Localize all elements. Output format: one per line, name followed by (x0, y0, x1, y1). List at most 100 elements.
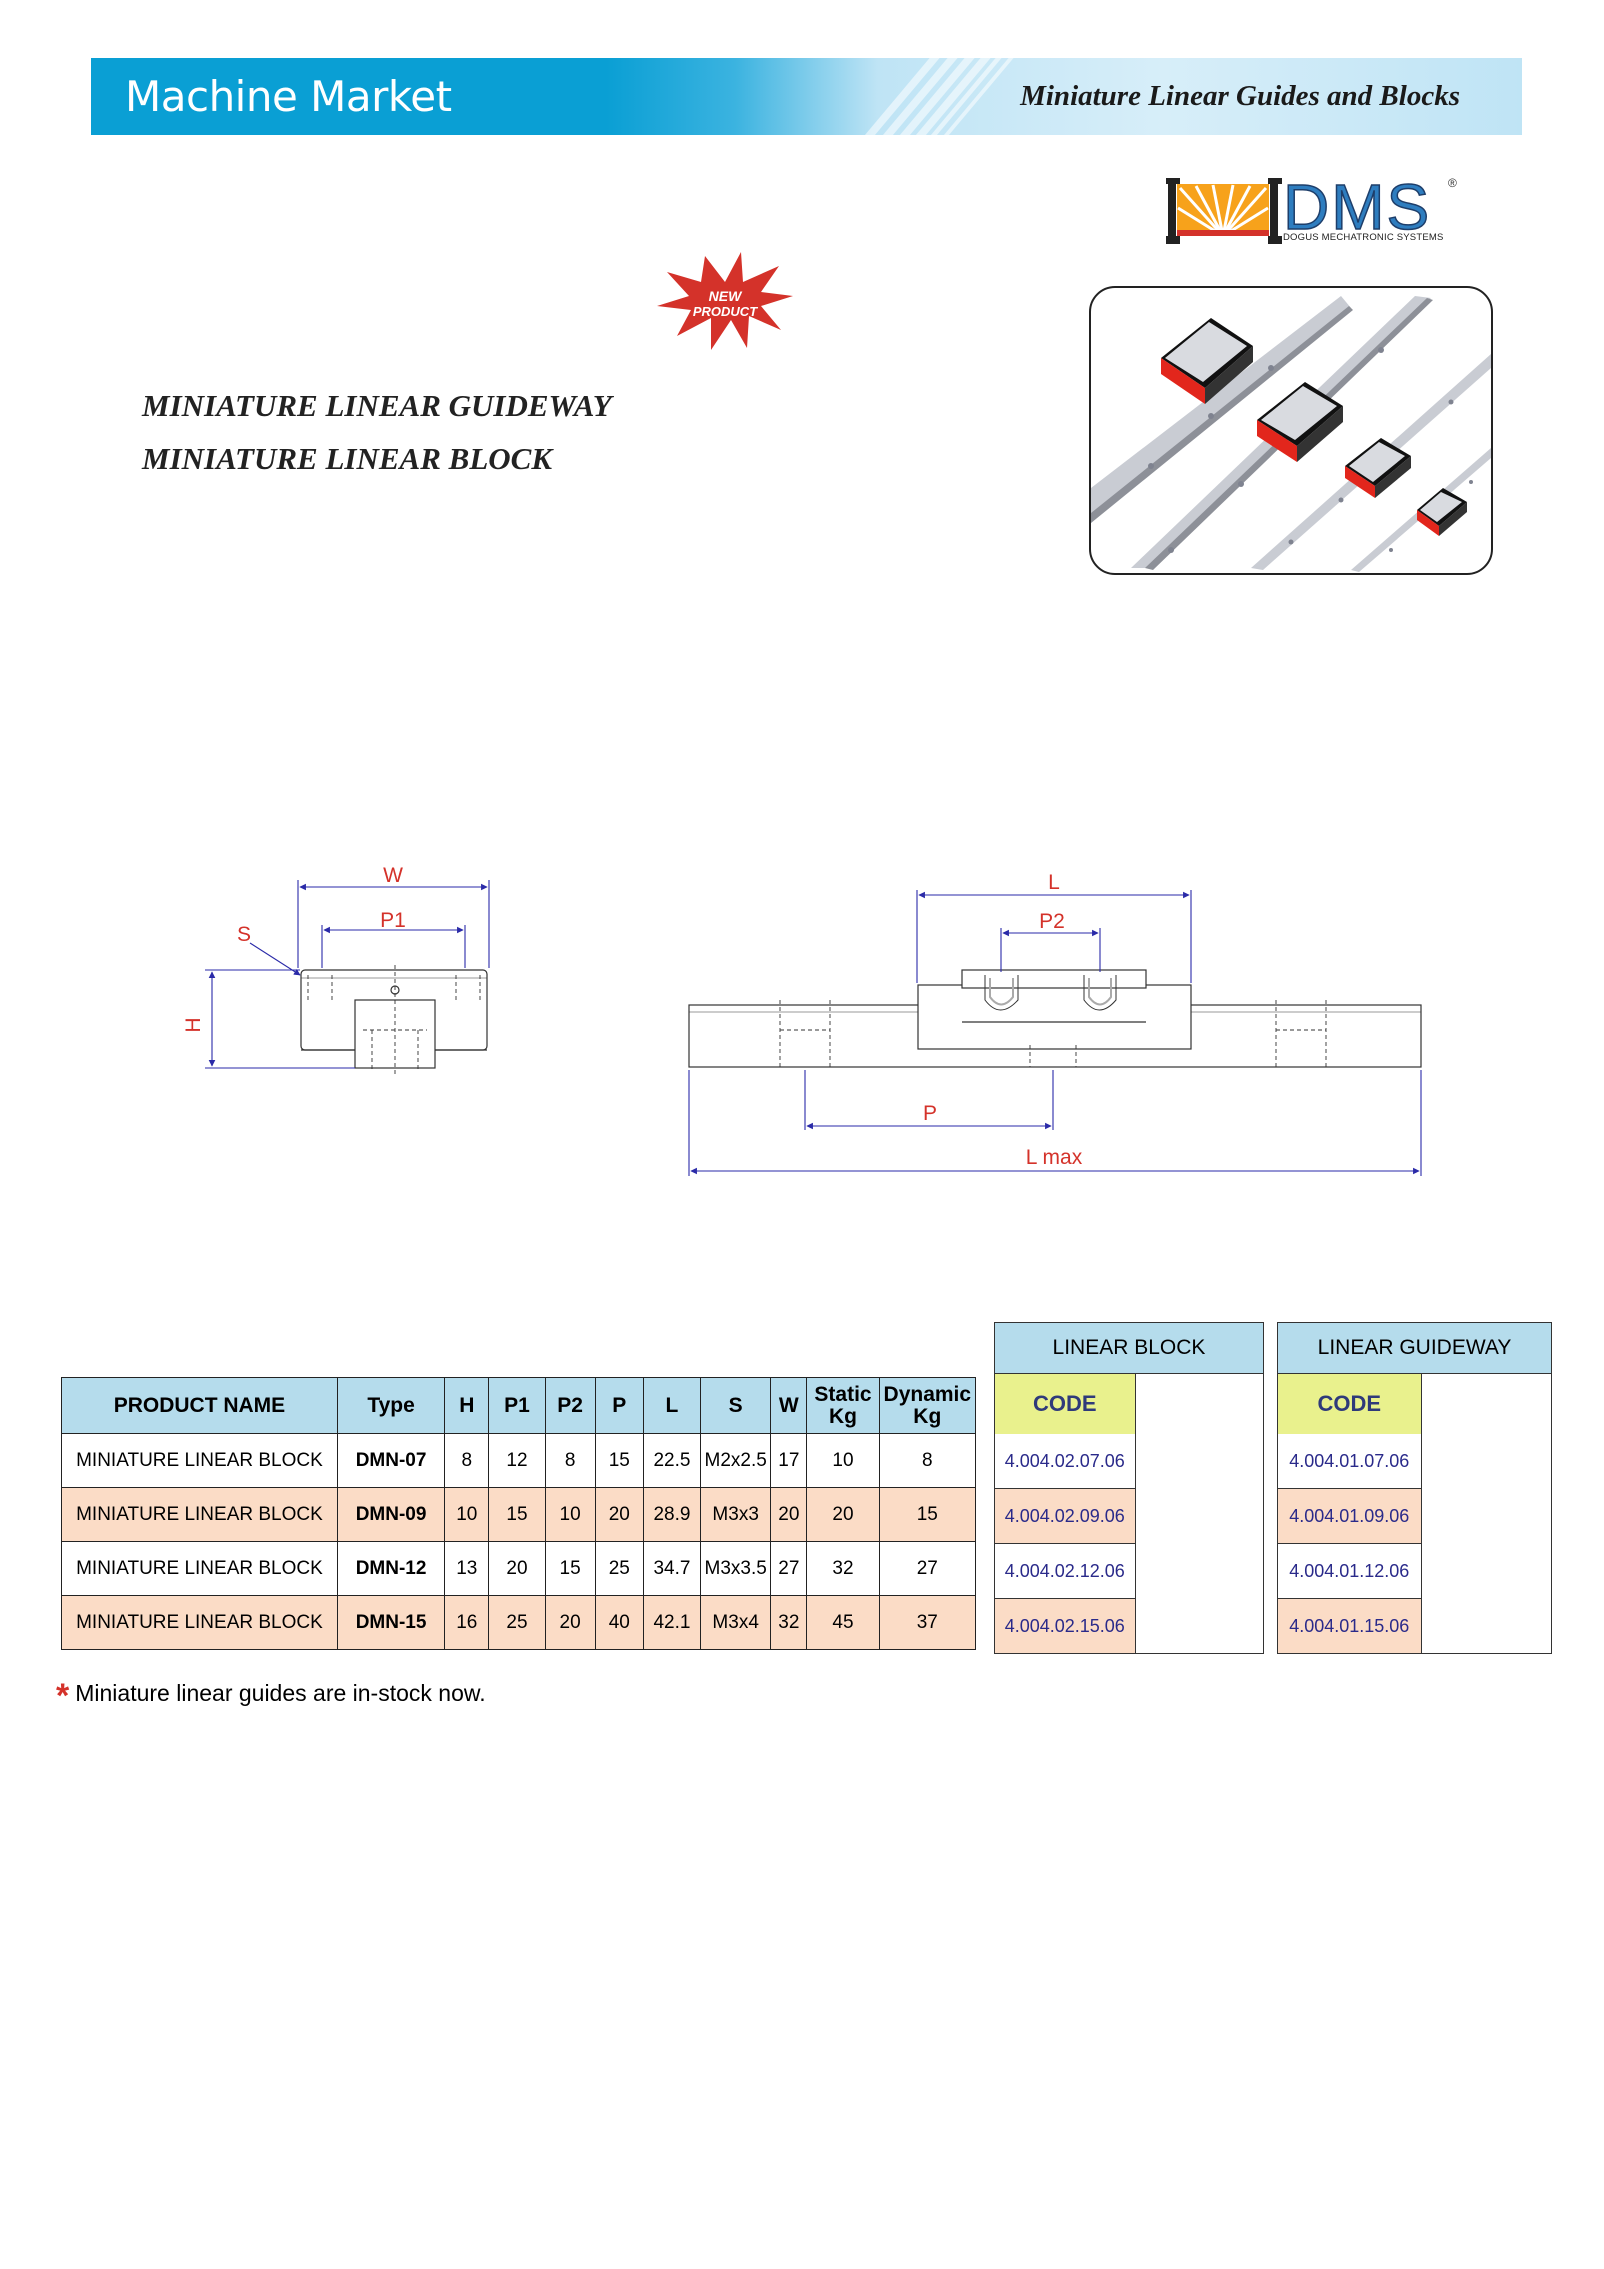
logo-tagline: DOGUS MECHATRONIC SYSTEMS (1283, 232, 1444, 243)
cell-name: MINIATURE LINEAR BLOCK (61, 1541, 338, 1596)
footnote: *Miniature linear guides are in-stock no… (56, 1677, 486, 1716)
cell-type: DMN-15 (336, 1595, 446, 1650)
cell-w: 32 (770, 1595, 808, 1650)
cell-dynamic: 37 (878, 1595, 977, 1650)
cell-p: 15 (594, 1433, 644, 1488)
cell-s: M3x3 (700, 1487, 772, 1542)
table-row: MINIATURE LINEAR BLOCK DMN-12 13 20 15 2… (61, 1541, 977, 1596)
label-p: P (923, 1102, 937, 1125)
title-guideway: MINIATURE LINEAR GUIDEWAY (142, 388, 612, 423)
linear-block-title: LINEAR BLOCK (995, 1323, 1263, 1374)
cell-p2: 8 (544, 1433, 596, 1488)
label-l: L (1048, 871, 1060, 894)
label-w: W (383, 864, 403, 887)
header-h: H (444, 1377, 490, 1434)
block-end-view (300, 965, 488, 1075)
cell-s: M3x3.5 (700, 1541, 772, 1596)
cell-l: 42.1 (642, 1595, 702, 1650)
cell-name: MINIATURE LINEAR BLOCK (61, 1595, 338, 1650)
cell-p1: 15 (488, 1487, 546, 1542)
cell-name: MINIATURE LINEAR BLOCK (61, 1433, 338, 1488)
linear-guideway-code-header: CODE (1278, 1374, 1421, 1434)
brand-title: Machine Market (125, 72, 452, 121)
header-s: S (700, 1377, 772, 1434)
cell-w: 27 (770, 1541, 808, 1596)
cell-s: M2x2.5 (700, 1433, 772, 1488)
header-type: Type (336, 1377, 446, 1434)
linear-block-code: 4.004.02.15.06 (995, 1598, 1135, 1653)
cell-dynamic: 27 (878, 1541, 977, 1596)
cell-h: 8 (444, 1433, 490, 1488)
linear-guideway-code: 4.004.01.15.06 (1278, 1598, 1421, 1653)
cell-l: 28.9 (642, 1487, 702, 1542)
cell-h: 16 (444, 1595, 490, 1650)
cell-type: DMN-07 (336, 1433, 446, 1488)
cell-p2: 20 (544, 1595, 596, 1650)
footnote-text: Miniature linear guides are in-stock now… (75, 1680, 486, 1706)
cell-type: DMN-12 (336, 1541, 446, 1596)
label-s: S (237, 923, 251, 946)
cell-h: 10 (444, 1487, 490, 1542)
cell-p: 25 (594, 1541, 644, 1596)
cell-static: 45 (806, 1595, 880, 1650)
linear-guideway-code: 4.004.01.12.06 (1278, 1543, 1421, 1599)
linear-guideway-code: 4.004.01.07.06 (1278, 1434, 1421, 1489)
spec-header-row: PRODUCT NAME Type H P1 P2 P L S W Static… (61, 1377, 977, 1434)
cell-static: 20 (806, 1487, 880, 1542)
label-p2: P2 (1039, 910, 1065, 933)
label-lmax: L max (1026, 1146, 1083, 1169)
cell-p2: 10 (544, 1487, 596, 1542)
header-subtitle: Miniature Linear Guides and Blocks (1020, 80, 1460, 112)
linear-guideway-codes: LINEAR GUIDEWAY CODE 4.004.01.07.06 4.00… (1277, 1322, 1552, 1654)
header-w: W (770, 1377, 808, 1434)
cell-p1: 25 (488, 1595, 546, 1650)
rail-side-view (688, 969, 1422, 1068)
header-p2: P2 (544, 1377, 596, 1434)
linear-block-code: 4.004.02.12.06 (995, 1543, 1135, 1599)
product-photo (1089, 286, 1493, 575)
linear-guideway-title: LINEAR GUIDEWAY (1278, 1323, 1551, 1374)
cell-static: 32 (806, 1541, 880, 1596)
cell-dynamic: 15 (878, 1487, 977, 1542)
label-p1: P1 (380, 909, 406, 932)
table-row: MINIATURE LINEAR BLOCK DMN-15 16 25 20 4… (61, 1595, 977, 1650)
header-p: P (594, 1377, 644, 1434)
cell-l: 34.7 (642, 1541, 702, 1596)
spec-table: PRODUCT NAME Type H P1 P2 P L S W Static… (61, 1377, 977, 1650)
header-band: Machine Market Miniature Linear Guides a… (91, 58, 1522, 135)
header-l: L (642, 1377, 702, 1434)
linear-block-codes: LINEAR BLOCK CODE 4.004.02.07.06 4.004.0… (994, 1322, 1264, 1654)
cell-l: 22.5 (642, 1433, 702, 1488)
badge-line2: PRODUCT (693, 304, 758, 319)
cell-name: MINIATURE LINEAR BLOCK (61, 1487, 338, 1542)
label-h: H (182, 1017, 205, 1032)
cell-s: M3x4 (700, 1595, 772, 1650)
dms-logo-icon (1166, 178, 1282, 244)
cell-w: 17 (770, 1433, 808, 1488)
header-p1: P1 (488, 1377, 546, 1434)
cell-h: 13 (444, 1541, 490, 1596)
logo-registered: ® (1448, 176, 1457, 190)
cell-p2: 15 (544, 1541, 596, 1596)
table-row: MINIATURE LINEAR BLOCK DMN-09 10 15 10 2… (61, 1487, 977, 1542)
cell-w: 20 (770, 1487, 808, 1542)
cell-p1: 12 (488, 1433, 546, 1488)
linear-block-code: 4.004.02.07.06 (995, 1434, 1135, 1489)
cell-p1: 20 (488, 1541, 546, 1596)
title-block: MINIATURE LINEAR BLOCK (142, 441, 552, 476)
cell-p: 40 (594, 1595, 644, 1650)
logo-name: DMS (1282, 170, 1432, 244)
table-row: MINIATURE LINEAR BLOCK DMN-07 8 12 8 15 … (61, 1433, 977, 1488)
cell-dynamic: 8 (878, 1433, 977, 1488)
linear-block-code-header: CODE (995, 1374, 1135, 1434)
cell-type: DMN-09 (336, 1487, 446, 1542)
cell-p: 20 (594, 1487, 644, 1542)
header-product-name: PRODUCT NAME (61, 1377, 338, 1434)
linear-guideway-code: 4.004.01.09.06 (1278, 1488, 1421, 1544)
cell-static: 10 (806, 1433, 880, 1488)
asterisk-icon: * (56, 1677, 70, 1715)
linear-guide-photo-icon (1091, 296, 1491, 572)
badge-line1: NEW (709, 288, 743, 304)
